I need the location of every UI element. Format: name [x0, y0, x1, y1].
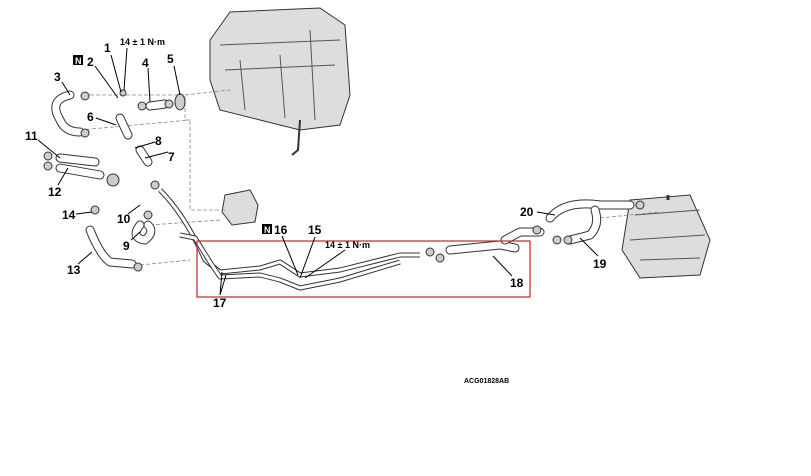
new-part-marker-label-2: N	[264, 225, 271, 235]
torque-spec-lower: 14 ± 1 N·m	[325, 240, 370, 250]
water-pipes	[158, 188, 420, 291]
new-part-marker-label: N	[75, 56, 82, 66]
callout-13: 13	[67, 263, 81, 277]
callout-6: 6	[87, 110, 94, 124]
callout-12: 12	[48, 185, 62, 199]
callout-15: 15	[308, 223, 322, 237]
figure-code: ACG01828AB	[464, 378, 509, 385]
callout-11: 11	[25, 129, 38, 143]
charger-unit	[621, 194, 711, 279]
callout-5: 5	[167, 52, 174, 66]
callout-1: 1	[104, 41, 111, 55]
clamps	[43, 89, 645, 272]
heater-unit	[209, 7, 351, 156]
hoses	[51, 90, 635, 269]
callout-19: 19	[593, 257, 607, 271]
callout-10: 10	[117, 212, 131, 226]
callout-2: 2	[87, 55, 94, 69]
leader-lines	[37, 47, 599, 296]
torque-spec-upper: 14 ± 1 N·m	[120, 37, 165, 47]
callout-8: 8	[155, 134, 162, 148]
highlight-frame	[196, 240, 531, 298]
callout-20: 20	[520, 205, 534, 219]
water-valve	[221, 189, 259, 226]
new-part-marker-icon	[73, 55, 83, 65]
callout-7: 7	[168, 150, 175, 164]
callout-14: 14	[62, 208, 76, 222]
callout-9: 9	[123, 239, 130, 253]
callout-17: 17	[213, 296, 227, 310]
callout-16: 16	[274, 223, 288, 237]
callout-4: 4	[142, 56, 149, 70]
callout-18: 18	[510, 276, 524, 290]
new-part-marker-icon-2	[262, 224, 272, 234]
callout-3: 3	[54, 70, 61, 84]
